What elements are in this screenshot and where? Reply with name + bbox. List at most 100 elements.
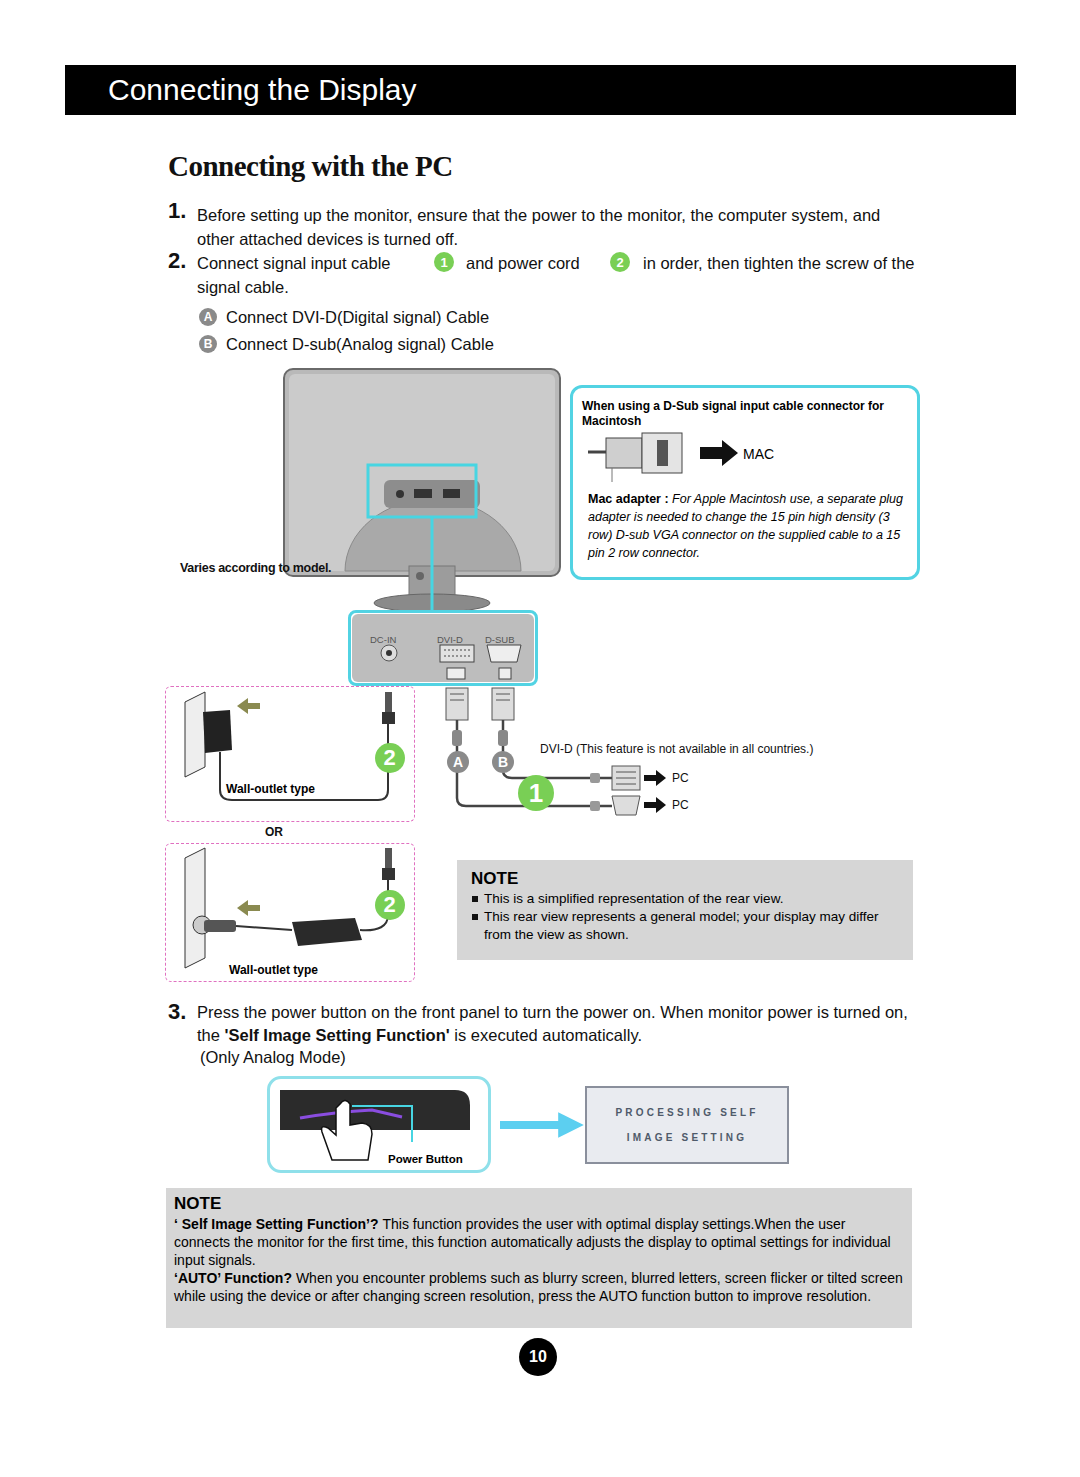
label-text: Connect D-sub(Analog signal) Cable xyxy=(226,332,494,356)
node-text: Wall-outlet type xyxy=(226,782,315,796)
port-panel-art-part xyxy=(499,668,511,679)
node-text: MAC xyxy=(743,446,774,462)
mac-adapter-art-part xyxy=(612,468,613,482)
node-text: 1 xyxy=(440,255,447,270)
label-text: 1. xyxy=(168,199,186,223)
wall-adapter-art xyxy=(185,692,395,968)
monitor-rear-part xyxy=(289,374,555,571)
callout-number: 1 xyxy=(434,252,454,272)
signal-cables-part xyxy=(616,784,636,785)
label-text: 2. xyxy=(168,249,186,273)
label-text: Varies according to model. xyxy=(180,561,331,575)
port-panel-art-part xyxy=(487,645,521,662)
flow-arrow xyxy=(500,1121,571,1129)
callout-letter: B xyxy=(199,335,217,353)
node-text: Connecting the Display xyxy=(108,73,417,106)
wall-outlet-box: Wall-outlet type 2 xyxy=(165,686,415,822)
monitor-rear-part xyxy=(396,490,404,498)
callout-number: 2 xyxy=(375,743,405,773)
signal-cables-part xyxy=(590,801,600,811)
signal-cables-part xyxy=(450,694,464,695)
power-button-art-part xyxy=(322,1101,372,1161)
node-text: B xyxy=(498,754,508,770)
signal-cables-part xyxy=(496,694,510,695)
label-text: PC xyxy=(672,771,689,785)
wall-adapter-art-part xyxy=(220,722,388,800)
wall-outlet-box: Wall-outlet type 2 xyxy=(165,843,415,982)
wall-adapter-art-part xyxy=(185,692,205,777)
port-panel-art-part xyxy=(447,668,465,679)
wall-adapter-art-part xyxy=(385,848,392,868)
monitor-rear-part xyxy=(284,369,560,576)
signal-cables-part xyxy=(616,778,636,779)
port-panel-art-part xyxy=(352,614,534,682)
signal-cables-part xyxy=(450,700,464,701)
node-text: PROCESSING SELF IMAGE SETTING xyxy=(602,1100,772,1150)
header-bar: Connecting the Display xyxy=(65,65,1016,115)
callout-letter: B xyxy=(492,751,514,773)
monitor-rear xyxy=(284,369,560,612)
node-text: Wall-outlet type xyxy=(229,963,318,977)
node-text: NOTE xyxy=(471,868,903,890)
power-button-box: Power Button xyxy=(267,1076,491,1173)
port-panel-art xyxy=(352,614,534,682)
port-panel-art-part xyxy=(440,645,474,662)
node-text: B xyxy=(204,337,213,351)
node-text: Mac adapter : xyxy=(588,492,669,506)
wall-adapter-art-part xyxy=(382,868,395,880)
power-button-art-part xyxy=(352,1106,412,1142)
note-box: NOTEThis is a simplified representation … xyxy=(457,860,913,960)
node-text: 1 xyxy=(529,778,543,808)
wall-adapter-art-part xyxy=(204,920,236,932)
signal-cables-part xyxy=(492,688,514,720)
port-panel-art-part xyxy=(444,650,470,651)
mac-adapter-art-part xyxy=(700,440,738,466)
mac-adapter-art-part xyxy=(657,440,668,466)
port-panel: DC-INDVI-DD-SUB xyxy=(348,610,538,686)
label-text: Before setting up the monitor, ensure th… xyxy=(197,203,887,251)
signal-cables-part xyxy=(590,773,600,783)
mac-adapter-art-part xyxy=(588,451,606,454)
label-text: is executed automatically. xyxy=(454,1026,642,1044)
callout-number: 1 xyxy=(518,775,554,811)
node-text: A xyxy=(204,310,213,324)
node-text: ‘AUTO’ Function? xyxy=(174,1270,292,1286)
label-text: 'Self Image Setting Function' xyxy=(225,1026,450,1044)
callout-number: 2 xyxy=(375,890,405,920)
wall-adapter-art-part xyxy=(237,698,260,714)
node-text: A xyxy=(453,754,463,770)
mac-adapter-art xyxy=(588,433,738,482)
signal-cables-part xyxy=(644,770,666,786)
node-text: Power Button xyxy=(388,1153,463,1165)
signal-cables-part xyxy=(616,772,636,773)
callout-number: 2 xyxy=(610,252,630,272)
monitor-rear-part xyxy=(416,572,424,580)
monitor-rear-part xyxy=(368,465,476,517)
node-text: 10 xyxy=(529,1348,547,1365)
monitor-rear-part xyxy=(431,517,434,611)
node-text: This rear view represents a general mode… xyxy=(471,908,903,944)
node-text: 2 xyxy=(383,745,395,770)
mac-adapter-art-part xyxy=(642,433,682,473)
monitor-rear-part xyxy=(414,489,432,498)
label-text: Connect DVI-D(Digital signal) Cable xyxy=(226,305,489,329)
node-text: This is a simplified representation of t… xyxy=(471,890,903,908)
label-text: 3. xyxy=(168,1000,186,1024)
signal-cables-part xyxy=(612,796,640,815)
power-button-art xyxy=(280,1090,470,1160)
signal-cables-part xyxy=(446,688,468,720)
label-text: Connect signal input cable xyxy=(197,251,391,275)
node-text: 2 xyxy=(616,255,623,270)
wall-adapter-art-part xyxy=(237,900,260,916)
monitor-rear-part xyxy=(443,489,460,498)
node-text: When using a D-Sub signal input cable co… xyxy=(582,399,912,429)
port-panel-art-part xyxy=(386,650,392,656)
mac-callout-box: When using a D-Sub signal input cable co… xyxy=(570,385,920,580)
wall-adapter-art-part xyxy=(292,918,362,946)
wall-adapter-art-part xyxy=(236,926,292,930)
signal-cables-part xyxy=(496,700,510,701)
callout-letter: A xyxy=(447,751,469,773)
label-text: OR xyxy=(265,825,283,839)
port-panel-art-part xyxy=(444,656,470,657)
